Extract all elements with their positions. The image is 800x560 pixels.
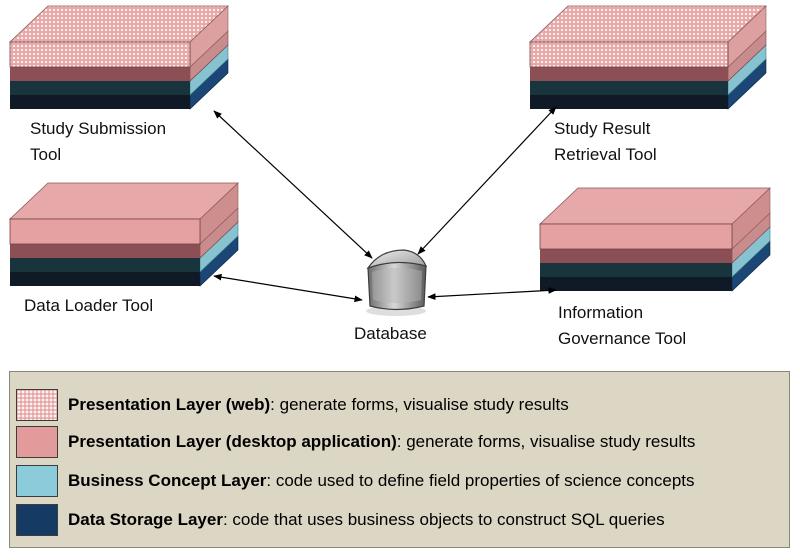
- tool-label-study-result-retrieval: Study Result Retrieval Tool: [554, 116, 657, 168]
- legend-item-business-concept: Business Concept Layer: code used to def…: [16, 464, 695, 498]
- database-label: Database: [354, 324, 427, 343]
- legend: Presentation Layer (web): generate forms…: [9, 371, 790, 548]
- layer-stack-data-loader: [8, 182, 240, 287]
- tool-label-line: Retrieval Tool: [554, 145, 657, 164]
- database-icon: [366, 249, 428, 316]
- tool-label-line: Governance Tool: [558, 329, 687, 348]
- legend-item-presentation-web: Presentation Layer (web): generate forms…: [16, 388, 569, 422]
- arrow-retrieval-database: [417, 106, 557, 255]
- legend-desc: : code that uses business objects to con…: [222, 510, 665, 529]
- layer-stack-study-submission: [8, 5, 230, 110]
- legend-desc: : generate forms, visualise study result…: [396, 432, 696, 451]
- legend-name: Presentation Layer (web): [68, 395, 271, 414]
- legend-name: Presentation Layer (desktop application): [68, 432, 397, 451]
- arrow-loader-database: [213, 273, 363, 303]
- tool-label-line: Study Submission: [30, 119, 167, 138]
- legend-desc: : generate forms, visualise study result…: [270, 395, 569, 414]
- legend-swatch: [16, 504, 58, 536]
- layer-stack-information-governance: [538, 187, 772, 292]
- arrow-submission-database: [213, 110, 373, 259]
- tool-label-study-submission: Study Submission Tool: [30, 116, 166, 168]
- legend-swatch: [16, 465, 58, 497]
- legend-name: Business Concept Layer: [68, 471, 267, 490]
- architecture-diagram: [8, 5, 772, 316]
- tool-label-line: Tool: [30, 145, 62, 164]
- legend-name: Data Storage Layer: [68, 510, 223, 529]
- connection-arrows: [213, 106, 557, 303]
- legend-item-data-storage: Data Storage Layer: code that uses busin…: [16, 503, 665, 537]
- legend-swatch: [16, 389, 58, 421]
- tool-label-data-loader: Data Loader Tool: [24, 293, 153, 319]
- tool-label-information-governance: Information Governance Tool: [558, 300, 686, 352]
- arrow-governance-database: [427, 287, 557, 300]
- legend-item-presentation-desktop: Presentation Layer (desktop application)…: [16, 425, 695, 459]
- tool-label-line: Information: [558, 303, 644, 322]
- legend-desc: : code used to define field properties o…: [266, 471, 695, 490]
- tool-label-line: Data Loader Tool: [24, 296, 154, 315]
- tool-label-line: Study Result: [554, 119, 651, 138]
- legend-swatch: [16, 426, 58, 458]
- layer-stack-study-result-retrieval: [528, 5, 768, 110]
